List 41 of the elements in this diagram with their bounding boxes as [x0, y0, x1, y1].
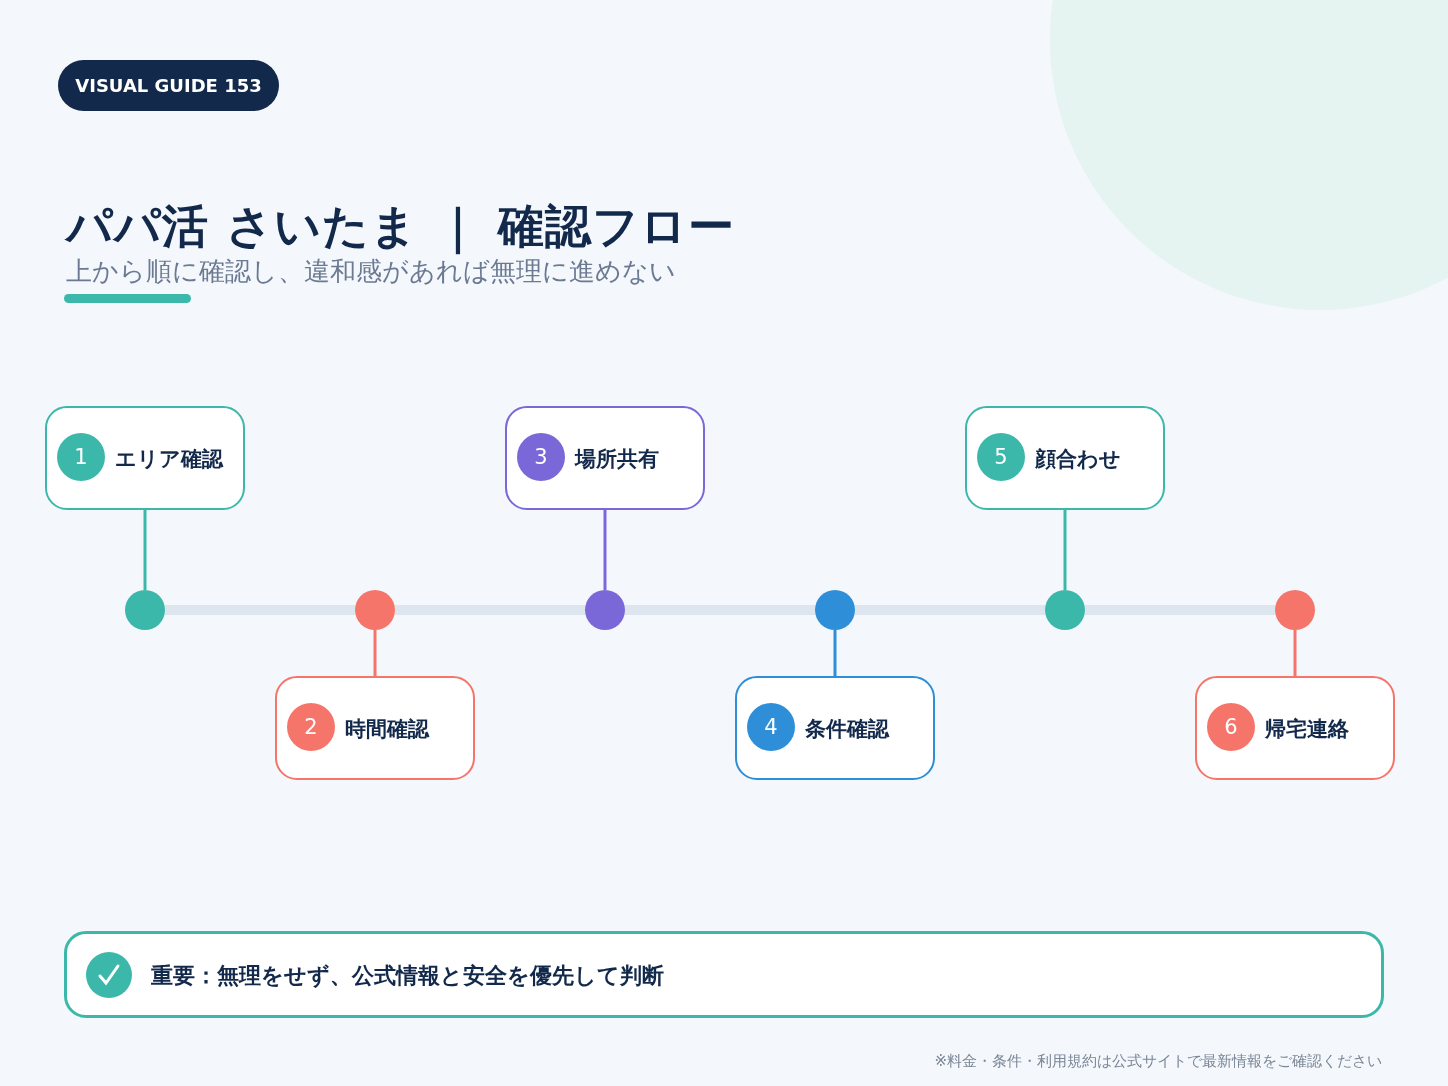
step-number: 4	[747, 703, 795, 751]
timeline-track	[165, 605, 355, 615]
note-text: 重要：無理をせず、公式情報と安全を優先して判断	[151, 962, 664, 990]
step-box	[965, 406, 1165, 510]
timeline-track	[1085, 605, 1275, 615]
step-label: 帰宅連絡	[1265, 716, 1349, 743]
footnote: ※料金・条件・利用規約は公式サイトで最新情報をご確認ください	[934, 1052, 1382, 1071]
title: パパ活 さいたま ｜ 確認フロー	[66, 198, 736, 257]
timeline-dot	[125, 590, 165, 630]
step-box	[735, 676, 935, 780]
step-label: 条件確認	[805, 716, 889, 743]
step-label: 場所共有	[575, 446, 659, 473]
step-label: 時間確認	[345, 716, 429, 743]
step-number: 6	[1207, 703, 1255, 751]
connector-line	[1293, 630, 1297, 676]
step-box	[275, 676, 475, 780]
step-box	[1195, 676, 1395, 780]
step-number: 2	[287, 703, 335, 751]
connector-line	[373, 630, 377, 676]
guide-badge: VISUAL GUIDE 153	[58, 60, 279, 111]
step-number: 5	[977, 433, 1025, 481]
timeline-dot	[585, 590, 625, 630]
subtitle: 上から順に確認し、違和感があれば無理に進めない	[66, 255, 676, 288]
step-number: 1	[57, 433, 105, 481]
step-label: エリア確認	[115, 446, 223, 473]
timeline-dot	[1045, 590, 1085, 630]
timeline-dot	[355, 590, 395, 630]
step-box	[505, 406, 705, 510]
connector-line	[1063, 510, 1067, 590]
connector-line	[143, 510, 147, 590]
timeline-dot	[815, 590, 855, 630]
timeline-dot	[1275, 590, 1315, 630]
connector-line	[603, 510, 607, 590]
timeline-track	[855, 605, 1045, 615]
step-box	[45, 406, 245, 510]
timeline-track	[625, 605, 815, 615]
connector-line	[833, 630, 837, 676]
timeline-track	[395, 605, 585, 615]
step-number: 3	[517, 433, 565, 481]
note-box	[64, 931, 1384, 1018]
step-label: 顔合わせ	[1035, 446, 1121, 473]
